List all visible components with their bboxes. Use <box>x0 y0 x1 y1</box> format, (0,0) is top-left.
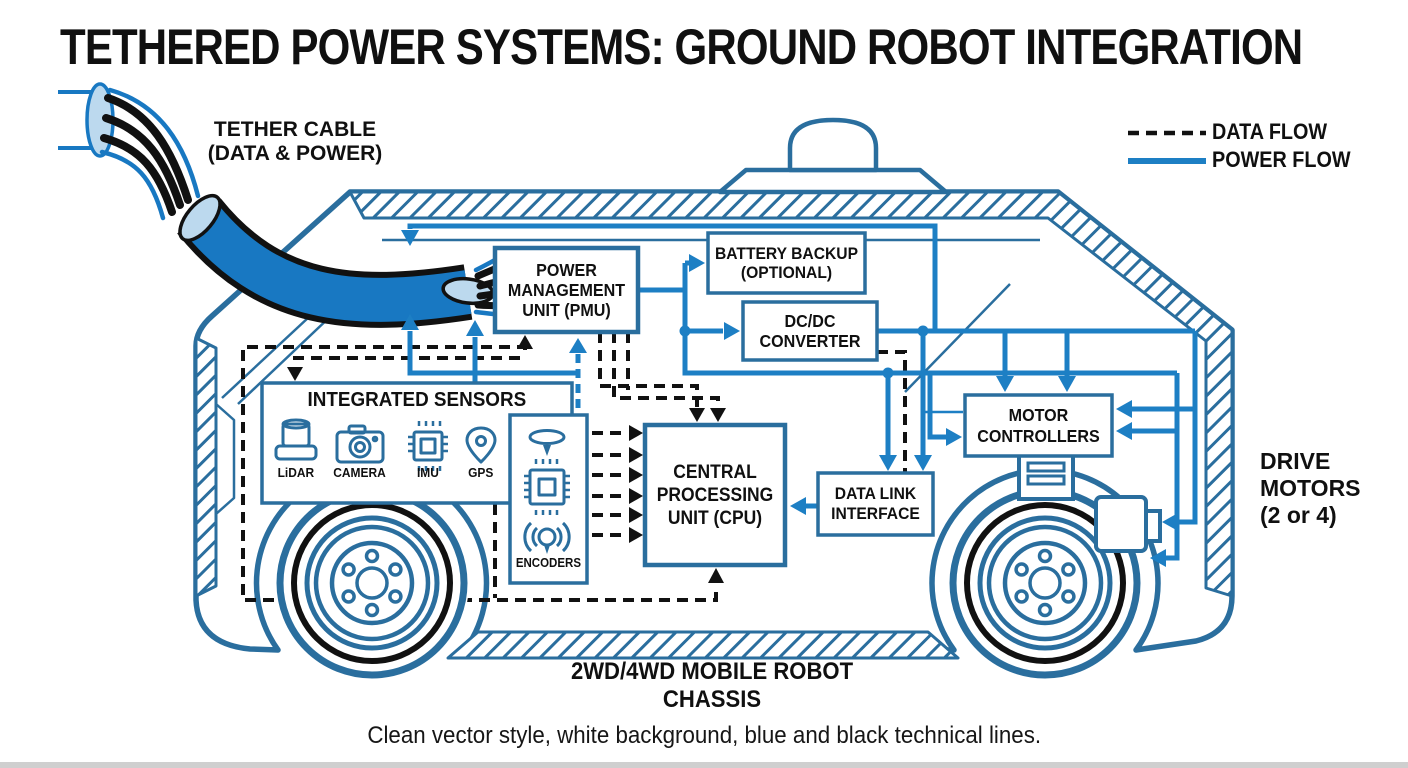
data-arrowheads <box>287 335 726 583</box>
chassis-front-band <box>194 336 218 598</box>
component-boxes <box>260 231 1114 585</box>
drive-motors-label: DRIVE MOTORS (2 or 4) <box>1260 448 1361 528</box>
junction-dot <box>917 325 929 337</box>
cable-end-cap <box>178 193 222 243</box>
junction-dot <box>679 325 691 337</box>
junction-dots <box>679 325 929 379</box>
encoders-box-label: ENCODERS <box>515 556 582 570</box>
motor-controllers-box <box>963 393 1114 458</box>
legend-power-flow-label: POWER FLOW <box>1212 147 1351 172</box>
caption-text: Clean vector style, white background, bl… <box>367 722 1041 749</box>
page-title: TETHERED POWER SYSTEMS: GROUND ROBOT INT… <box>60 19 1303 75</box>
chassis-label: 2WD/4WD MOBILE ROBOT CHASSIS <box>570 658 854 713</box>
gps-label: GPS <box>468 464 494 480</box>
integrated-sensors-title: INTEGRATED SENSORS <box>307 388 527 411</box>
pmu-box-label: POWER MANAGEMENT UNIT (PMU) <box>507 260 626 320</box>
battery-backup-box-label: BATTERY BACKUP (OPTIONAL) <box>714 243 859 283</box>
drive-motor-block <box>1094 495 1162 553</box>
data-link-interface-box-label: DATA LINK INTERFACE <box>831 484 920 523</box>
motor-link <box>1017 453 1075 501</box>
legend-data-flow-label: DATA FLOW <box>1212 119 1328 144</box>
cpu-box-label: CENTRAL PROCESSING UNIT (CPU) <box>656 461 774 529</box>
front-wheel <box>275 486 469 680</box>
power-flow-lines <box>407 223 1198 561</box>
sensor-icons <box>274 418 571 554</box>
legend-samples <box>1128 130 1206 164</box>
cable-wires-top <box>99 87 201 221</box>
cpu-box <box>642 422 788 568</box>
dcdc-converter-box-label: DC/DC CONVERTER <box>759 311 861 351</box>
gps-icon <box>465 426 497 464</box>
tether-cable-label-line2: (DATA & POWER) <box>207 142 383 165</box>
pmu-box <box>492 245 641 335</box>
dcdc-converter-box <box>741 300 879 362</box>
data-link-interface-box <box>816 471 935 537</box>
lidar-icon <box>274 418 318 461</box>
antenna-dome <box>717 117 949 195</box>
lidar-label: LiDAR <box>277 464 315 480</box>
imu-icon <box>408 421 448 471</box>
encoder-icon <box>523 521 571 554</box>
tether-cable <box>58 82 514 328</box>
power-arrowheads <box>401 230 1178 567</box>
chassis-bottom-band <box>446 630 960 660</box>
junction-dot <box>882 367 894 379</box>
camera-label: CAMERA <box>333 464 387 480</box>
cable-jacket <box>177 198 473 328</box>
imu-label: IMU <box>417 464 439 480</box>
battery-backup-box <box>706 231 867 295</box>
antenna-icon <box>528 429 566 456</box>
camera-icon <box>335 424 385 464</box>
tether-cable-label-line1: TETHER CABLE <box>213 118 377 141</box>
tether-cable-label: TETHER CABLE (DATA & POWER) <box>190 118 400 166</box>
motor-controllers-box-label: MOTOR CONTROLLERS <box>977 404 1100 446</box>
mcu-chip-icon <box>524 459 570 515</box>
bottom-edge-strip <box>0 762 1408 768</box>
chassis-roof-band <box>348 190 1234 598</box>
rear-wheel <box>948 486 1142 680</box>
